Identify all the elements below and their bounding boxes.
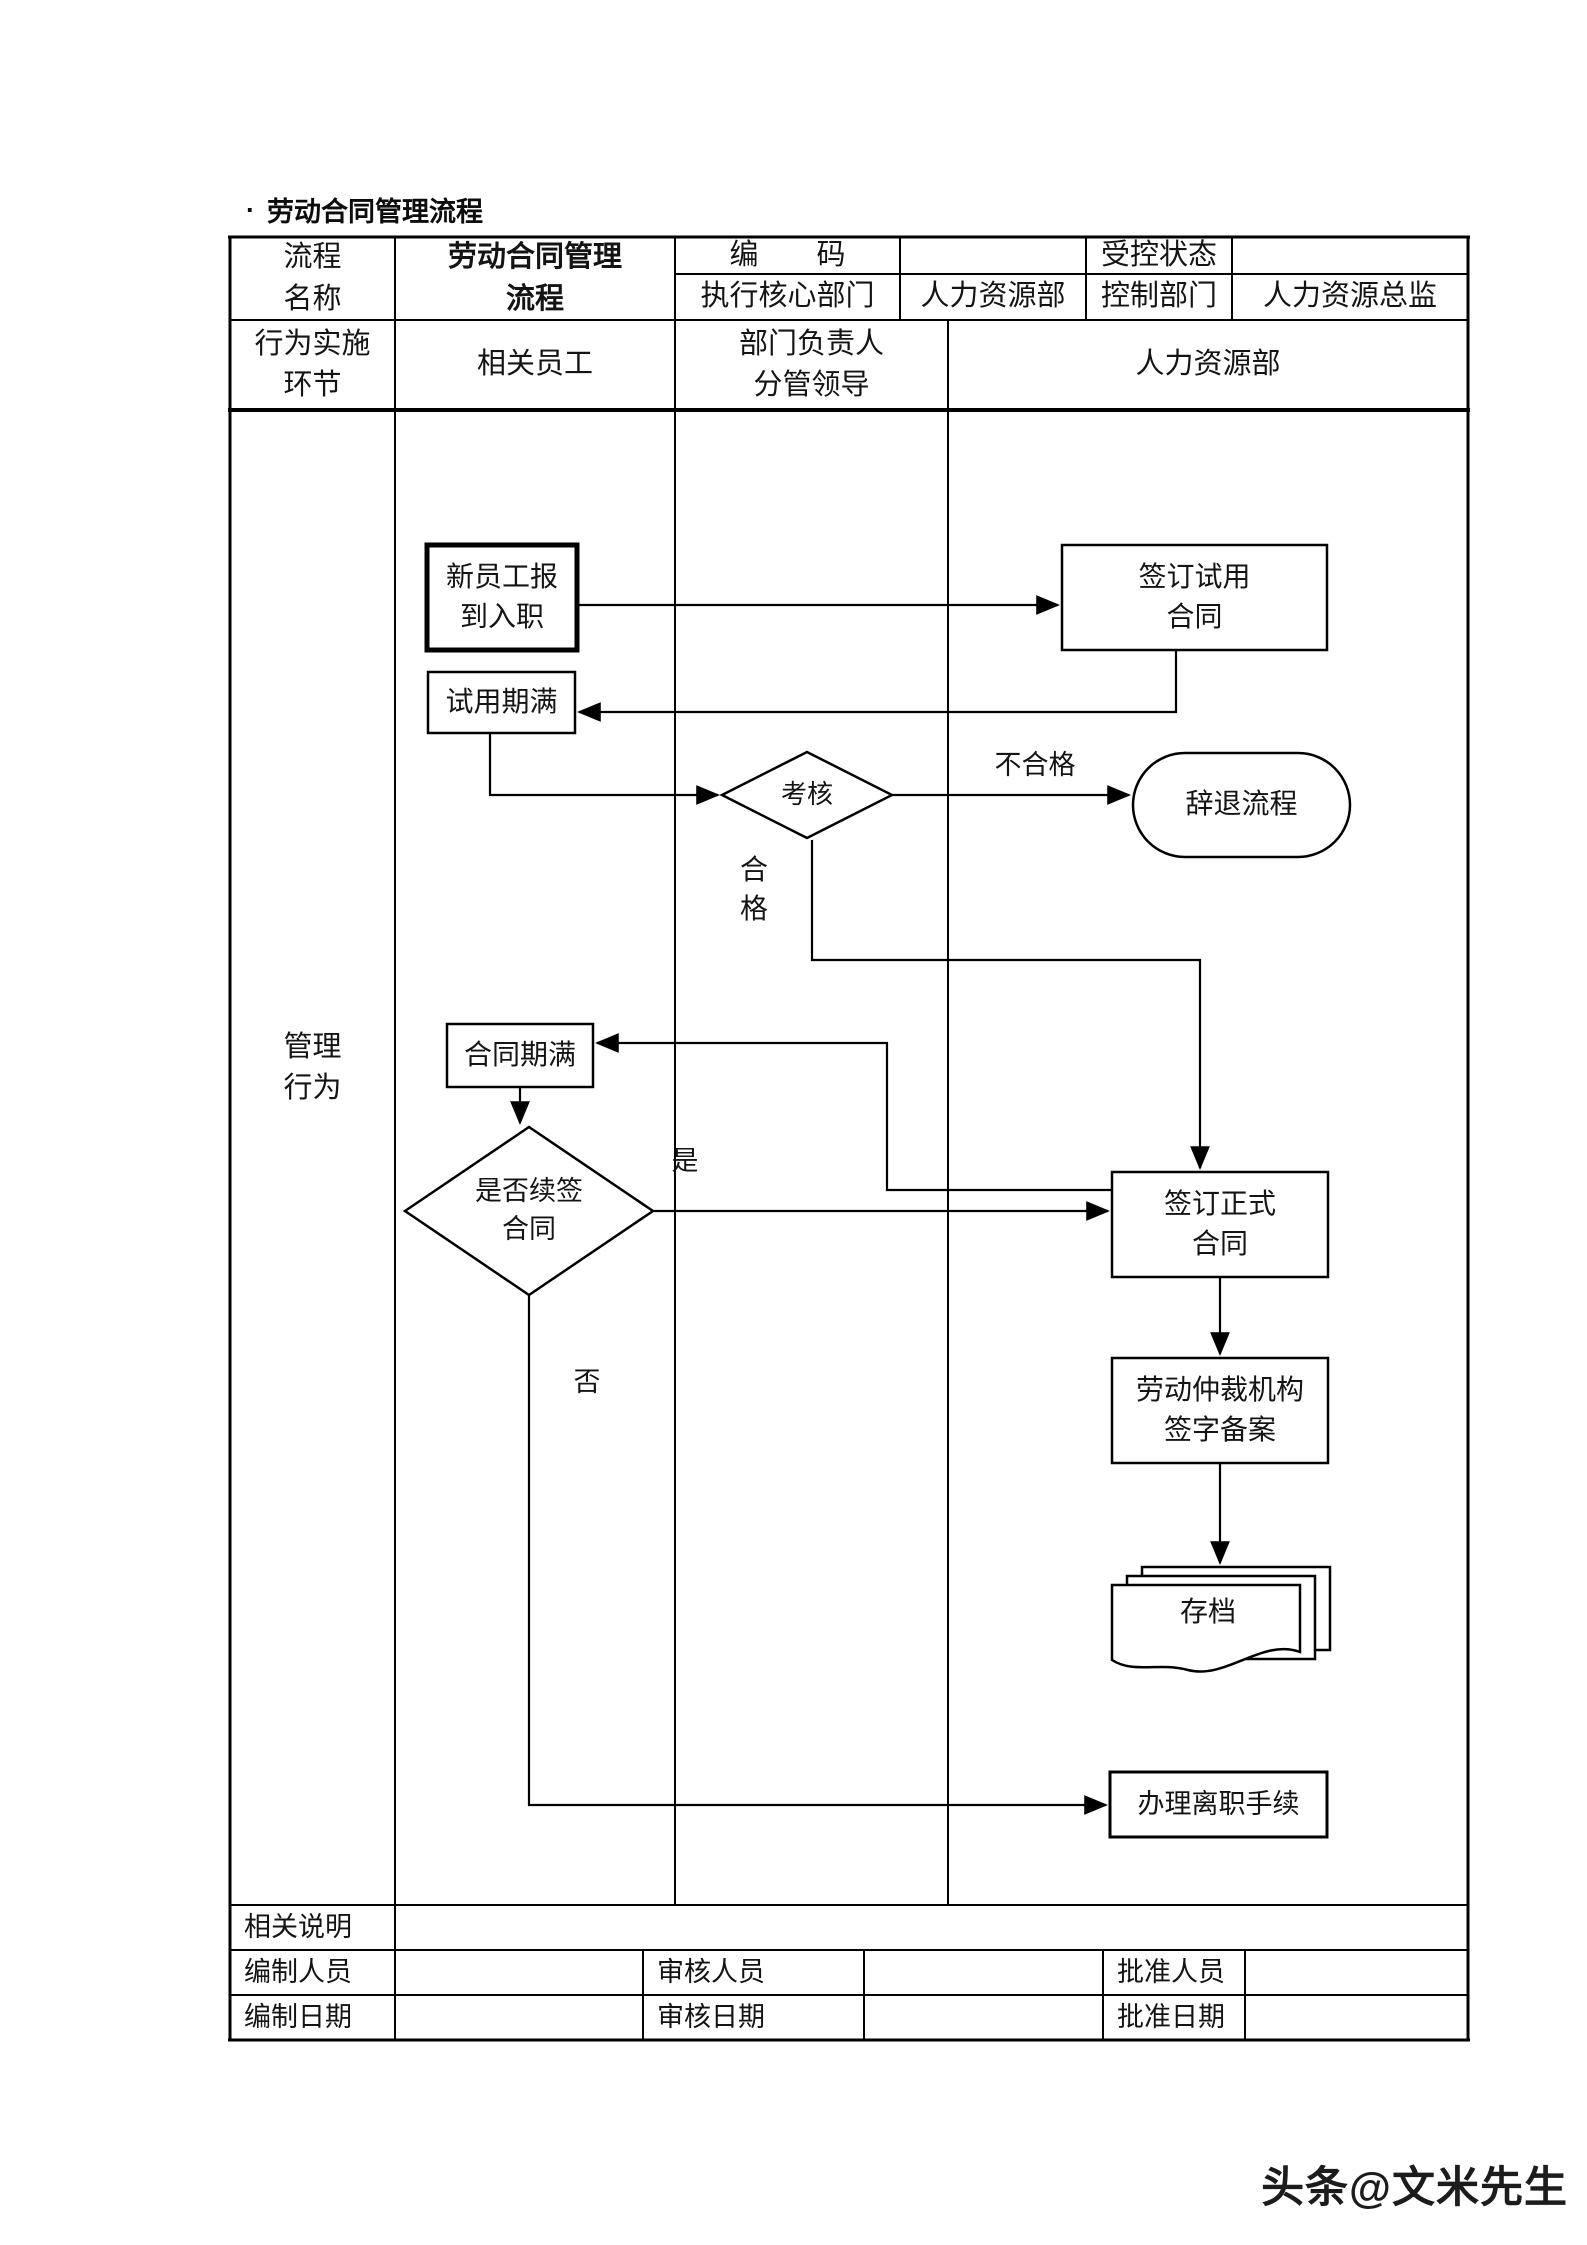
dismiss-node-shape (1131, 751, 1352, 859)
archive-node-label: 存档 (1179, 1597, 1236, 1629)
edge-label-yes: 是 (671, 1146, 699, 1176)
prepared-date-label-cell: 编制日期 (244, 2002, 352, 2033)
prepared-by-value-cell (396, 1950, 643, 1995)
page-title-text: 劳动合同管理流程 (267, 197, 483, 227)
edge-assess-pass-to-sign-formal (810, 840, 1210, 1170)
prepared-date-value-cell (396, 1995, 643, 2040)
watermark: 头条@文米先生 (1261, 2164, 1568, 2212)
control-dept-value-cell: 人力资源总监 (1262, 280, 1437, 313)
flow-edges (488, 595, 1230, 1815)
resign-node-label: 办理离职手续 (1137, 1788, 1300, 1819)
start-node-label: 新员工报 到入职 (445, 562, 558, 633)
contract-expire-node-label: 合同期满 (463, 1039, 576, 1071)
approved-by-label-cell: 批准人员 (1117, 1957, 1225, 1988)
lane-employee-cell: 相关员工 (476, 348, 593, 381)
controlled-state-label-cell: 受控状态 (1100, 238, 1217, 271)
reviewed-by-value-cell (864, 1950, 1103, 1995)
contract-expire-node-shape (445, 1022, 595, 1089)
control-dept-label-cell: 控制部门 (1100, 280, 1217, 313)
approved-by-value-cell (1245, 1950, 1468, 1995)
code-value-cell (900, 237, 1086, 274)
edge-label-pass: 合 格 (739, 855, 768, 926)
approved-date-label-cell: 批准日期 (1117, 2002, 1225, 2033)
approved-date-value-cell (1245, 1995, 1468, 2040)
management-action-side-label: 管理 行为 (283, 1030, 342, 1104)
edge-renew-no-to-resign (527, 1295, 1108, 1815)
arbitration-node-shape (1110, 1356, 1330, 1465)
probation-end-node-shape (426, 670, 577, 735)
dismiss-node-label: 辞退流程 (1185, 789, 1298, 821)
core-dept-label-cell: 执行核心部门 (700, 280, 875, 313)
code-label-cell: 编 码 (729, 238, 846, 271)
edge-label-no: 否 (573, 1367, 601, 1397)
table-grid (228, 235, 1470, 2042)
controlled-state-value-cell (1232, 237, 1468, 274)
renew-decision-label: 是否续签 合同 (475, 1176, 583, 1244)
lane-hr-dept-cell: 人力资源部 (1135, 348, 1281, 381)
edge-sign-trial-to-probation (577, 650, 1178, 722)
sign-trial-node-label: 签订试用 合同 (1138, 562, 1251, 633)
lane-dept-head-cell: 部门负责人 分管领导 (738, 327, 884, 401)
prepared-by-label-cell: 编制人员 (244, 1957, 352, 1988)
reviewed-date-value-cell (864, 1995, 1103, 2040)
core-dept-value-cell: 人力资源部 (920, 280, 1066, 313)
archive-doc-front-shape (1110, 1583, 1302, 1673)
reviewed-date-label-cell: 审核日期 (657, 2002, 765, 2033)
arbitration-node-label: 劳动仲裁机构 签字备案 (1135, 1375, 1304, 1446)
resign-node-shape (1108, 1770, 1329, 1839)
assess-decision-label: 考核 (780, 779, 833, 809)
notes-label-cell: 相关说明 (244, 1912, 352, 1943)
edge-label-fail: 不合格 (994, 750, 1076, 780)
edge-sign-formal-to-expire (595, 1033, 1112, 1192)
probation-end-node-label: 试用期满 (445, 686, 558, 718)
sign-formal-node-label: 签订正式 合同 (1163, 1189, 1276, 1260)
sign-trial-node-shape (1060, 543, 1329, 652)
process-name-label-cell: 流程 名称 (283, 241, 342, 315)
flow-shapes (402, 542, 1352, 1839)
reviewed-by-label-cell: 审核人员 (657, 1957, 765, 1988)
start-node-shape (424, 542, 580, 653)
edge-probation-to-assess (488, 733, 720, 805)
lane-row-label-cell: 行为实施 环节 (254, 327, 371, 401)
title-bullet: · (246, 195, 255, 225)
page-title: · 劳动合同管理流程 (246, 190, 483, 229)
sign-formal-node-shape (1110, 1170, 1330, 1279)
process-name-value-cell: 劳动合同管理 流程 (447, 241, 622, 315)
